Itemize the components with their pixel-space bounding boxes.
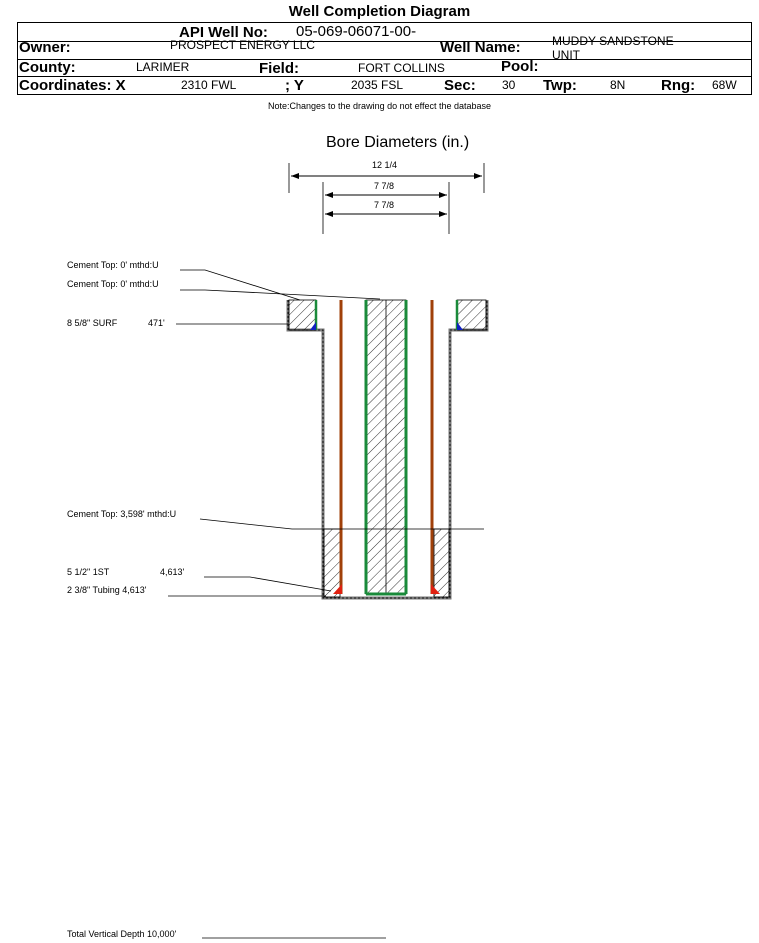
production-casing-label: 5 1/2" 1ST <box>67 567 110 577</box>
header-rule-bottom <box>17 94 752 95</box>
header-rule-right <box>751 22 752 94</box>
header-rule-1 <box>17 41 752 42</box>
production-casing-depth: 4,613' <box>160 567 185 577</box>
field-value: FORT COLLINS <box>358 61 445 75</box>
rng-label: Rng: <box>661 77 696 94</box>
bore-dim-label-1: 12 1/4 <box>372 160 398 170</box>
total-depth-label: Total Vertical Depth 10,000' <box>67 929 177 939</box>
county-label: County: <box>19 59 76 76</box>
prod-cement-left <box>323 528 341 598</box>
api-label: API Well No: <box>179 24 268 41</box>
pool-label: Pool: <box>501 58 539 75</box>
cement-top-label-2: Cement Top: 0' mthd:U <box>67 279 159 289</box>
tubing <box>364 299 408 596</box>
owner-label: Owner: <box>19 39 71 56</box>
page-title: Well Completion Diagram <box>288 3 471 20</box>
production-shoe-left <box>333 584 342 594</box>
sec-value: 30 <box>502 78 516 92</box>
field-label: Field: <box>259 60 299 77</box>
production-shoe-right <box>431 584 440 594</box>
bore-dim-label-2: 7 7/8 <box>374 181 395 191</box>
surface-shoe-left <box>310 322 316 330</box>
surface-cement-right <box>456 299 487 331</box>
coord-x-label: Coordinates: X <box>19 77 126 94</box>
rng-value: 68W <box>712 78 737 92</box>
prod-cement-right <box>433 528 450 598</box>
coord-x-value: 2310 FWL <box>181 78 237 92</box>
header-rule-left <box>17 22 18 94</box>
surface-shoe-right <box>457 322 463 330</box>
well-name-line2: UNIT <box>552 48 580 62</box>
database-note: Note:Changes to the drawing do not effec… <box>268 101 491 111</box>
bore-dim-label-3: 7 7/8 <box>374 200 395 210</box>
twp-value: 8N <box>610 78 626 92</box>
well-name-line1: MUDDY SANDSTONE <box>552 34 674 48</box>
coord-y-label: ; Y <box>285 77 304 94</box>
header-rule-top <box>17 22 752 23</box>
county-value: LARIMER <box>136 60 190 74</box>
surface-casing-label: 8 5/8" SURF <box>67 318 118 328</box>
bore-diameters-title: Bore Diameters (in.) <box>326 134 470 151</box>
tubing-label: 2 3/8" Tubing 4,613' <box>67 585 147 595</box>
coord-y-value: 2035 FSL <box>351 78 404 92</box>
header-rule-2 <box>17 59 752 60</box>
surface-cement-left <box>288 299 317 331</box>
callout-leaders <box>168 269 484 939</box>
api-value: 05-069-06071-00- <box>296 23 417 40</box>
header-rule-3 <box>17 76 752 77</box>
cement-top-label-1: Cement Top: 0' mthd:U <box>67 260 159 270</box>
twp-label: Twp: <box>543 77 577 94</box>
surface-casing-depth: 471' <box>148 318 165 328</box>
owner-value: PROSPECT ENERGY LLC <box>170 38 315 52</box>
cement-top-label-3: Cement Top: 3,598' mthd:U <box>67 509 177 519</box>
bore-dimensions <box>288 163 485 234</box>
well-name-label: Well Name: <box>440 39 521 56</box>
sec-label: Sec: <box>444 77 476 94</box>
